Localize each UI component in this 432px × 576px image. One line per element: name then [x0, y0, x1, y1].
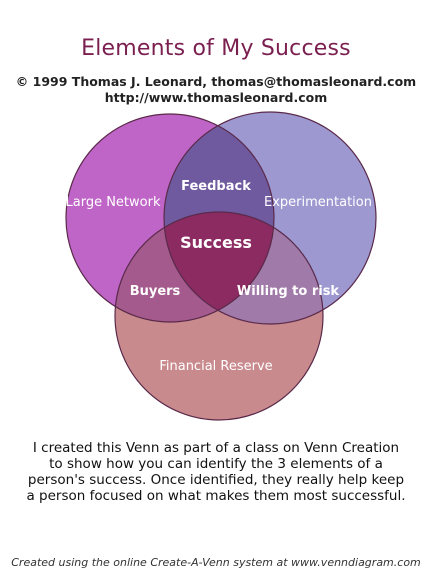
label-success: Success	[180, 233, 252, 252]
label-large-network: Large Network	[66, 195, 161, 210]
copyright-line: © 1999 Thomas J. Leonard, thomas@thomasl…	[15, 74, 417, 89]
label-feedback: Feedback	[181, 179, 251, 194]
page-title: Elements of My Success	[81, 36, 351, 61]
footer-credit: Created using the online Create-A-Venn s…	[11, 556, 421, 569]
venn-diagram: Large Network Experimentation Financial …	[65, 111, 377, 421]
label-buyers: Buyers	[130, 284, 181, 299]
website-url[interactable]: http://www.thomasleonard.com	[104, 90, 328, 105]
circle-outlines	[65, 111, 377, 421]
description-text: I created this Venn as part of a class o…	[26, 440, 406, 504]
label-experimentation: Experimentation	[264, 195, 372, 210]
label-willing-to-risk: Willing to risk	[237, 284, 340, 299]
label-financial-reserve: Financial Reserve	[159, 359, 272, 374]
